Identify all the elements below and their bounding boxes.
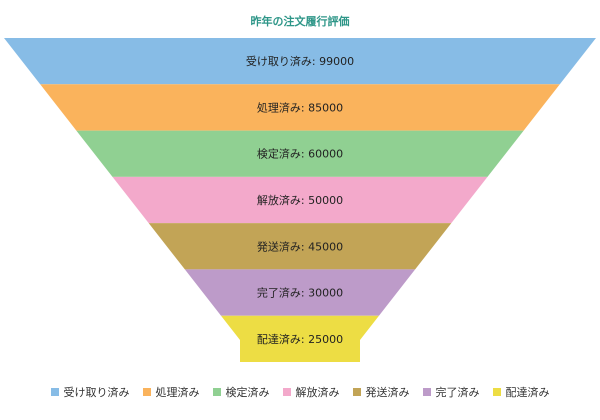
funnel-segment-3 [76, 130, 524, 177]
legend-item-5[interactable]: 発送済み [352, 384, 410, 400]
legend-label: 発送済み [365, 386, 410, 399]
legend-swatch [492, 388, 501, 396]
legend: 受け取り済み 処理済み 検定済み 解放済み 発送済み 完了済み 配達済み [0, 384, 600, 400]
funnel-segment-4 [112, 176, 488, 224]
funnel-data-label-5: 発送済み: 45000 [257, 239, 343, 253]
funnel-data-label-3: 検定済み: 60000 [257, 147, 343, 161]
legend-label: 解放済み [295, 386, 340, 399]
legend-swatch [352, 388, 361, 396]
legend-label: 配達済み [505, 386, 550, 399]
legend-item-1[interactable]: 受け取り済み [50, 384, 130, 400]
funnel-segment-6 [184, 269, 416, 316]
funnel-segment-5 [148, 223, 452, 270]
legend-label: 完了済み [435, 386, 480, 399]
legend-label: 受け取り済み [63, 386, 130, 399]
legend-swatch [212, 388, 221, 396]
legend-item-3[interactable]: 検定済み [212, 384, 270, 400]
legend-swatch [282, 388, 291, 396]
funnel-data-label-2: 処理済み: 85000 [257, 100, 343, 114]
funnel-segment-1 [4, 38, 596, 85]
legend-item-2[interactable]: 処理済み [142, 384, 200, 400]
legend-item-7[interactable]: 配達済み [492, 384, 550, 400]
legend-label: 処理済み [155, 386, 200, 399]
funnel-data-label-1: 受け取り済み: 99000 [246, 54, 354, 68]
funnel-data-label-7: 配達済み: 25000 [257, 332, 343, 346]
legend-swatch [422, 388, 431, 396]
funnel-segment-2 [40, 84, 560, 131]
funnel-segment-7 [221, 315, 379, 362]
legend-label: 検定済み [225, 386, 270, 399]
funnel-data-label-4: 解放済み: 50000 [257, 193, 343, 207]
legend-item-6[interactable]: 完了済み [422, 384, 480, 400]
chart-title: 昨年の注文履行評価 [250, 15, 350, 28]
legend-item-4[interactable]: 解放済み [282, 384, 340, 400]
legend-swatch [142, 388, 151, 396]
legend-swatch [50, 388, 59, 396]
funnel-data-label-6: 完了済み: 30000 [257, 286, 343, 300]
